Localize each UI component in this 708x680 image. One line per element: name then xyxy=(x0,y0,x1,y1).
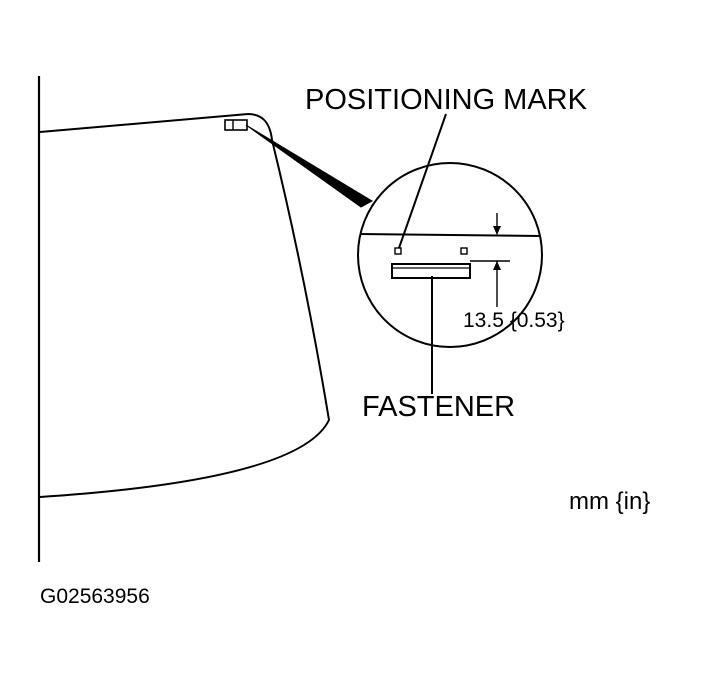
positioning-mark-right xyxy=(460,247,468,255)
fastener-label: FASTENER xyxy=(362,391,516,423)
figure-id-label: G02563956 xyxy=(40,585,150,608)
fastener-block xyxy=(391,263,471,279)
dimension-arrow-up xyxy=(493,261,501,270)
dimension-arrow-down xyxy=(493,226,501,235)
positioning-mark-leader xyxy=(398,113,447,249)
detail-leader xyxy=(245,124,374,208)
detail-circle xyxy=(357,162,543,348)
detail-glass-edge xyxy=(359,233,542,237)
dimension-label: 13.5 {0.53} xyxy=(463,309,565,332)
units-label: mm {in} xyxy=(569,488,651,515)
fastener-location-marker xyxy=(224,119,248,131)
windshield-outline xyxy=(39,112,331,498)
positioning-mark-left xyxy=(394,247,402,255)
positioning-mark-label: POSITIONING MARK xyxy=(305,84,587,116)
